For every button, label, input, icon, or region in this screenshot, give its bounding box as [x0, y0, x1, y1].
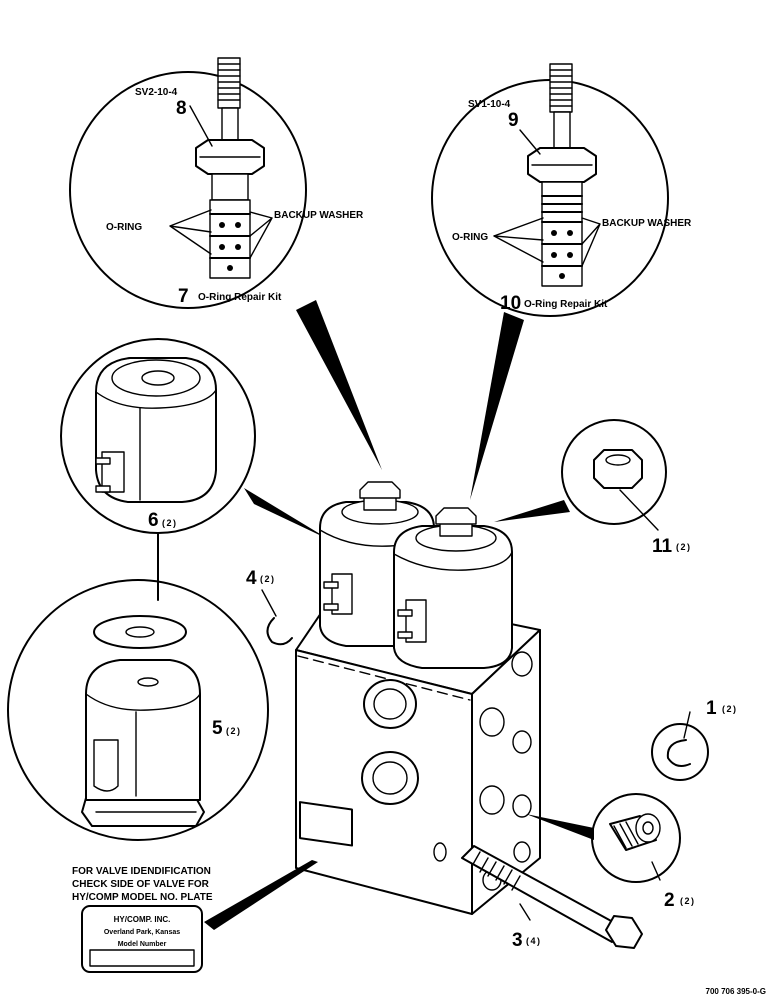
mounted-coil-front — [393, 507, 513, 669]
part-4-quantity: (2) — [260, 574, 276, 584]
detail-circle-plug-part-2 — [526, 793, 681, 883]
part-1-quantity: (2) — [722, 704, 738, 714]
cartridge-sv2-drawing — [169, 57, 273, 279]
part-8-number: 8 — [176, 98, 187, 119]
hex-nut-drawing — [593, 449, 659, 531]
oring-label-right: O-RING — [452, 232, 488, 243]
backup-washer-label-right: BACKUP WASHER — [602, 218, 692, 229]
part-2-number: 2 — [664, 890, 675, 911]
cartridge-sv1-drawing — [493, 63, 601, 287]
plate-company: HY/COMP. INC. — [114, 915, 171, 924]
detail-circle-oring-part-1 — [651, 711, 709, 781]
drawing-number: 700 706 395-0-G — [706, 987, 767, 996]
note-line-2: CHECK SIDE OF VALVE FOR — [72, 879, 210, 890]
plate-location: Overland Park, Kansas — [104, 929, 180, 936]
bolt-part-3 — [461, 845, 643, 949]
part-5-quantity: (2) — [226, 726, 242, 736]
coil-drawing — [95, 357, 217, 503]
detail-circle-cover — [7, 579, 269, 841]
part-2-quantity: (2) — [680, 896, 696, 906]
part-4-number: 4 — [246, 568, 257, 589]
plate-model-label: Model Number — [118, 941, 167, 948]
backup-washer-label-left: BACKUP WASHER — [274, 210, 364, 221]
detail-circle-coil — [60, 338, 330, 601]
detail-circle-cartridge-sv2 — [69, 71, 382, 470]
part-1-number: 1 — [706, 698, 717, 719]
part-9-number: 9 — [508, 110, 519, 131]
part-8-code: SV2-10-4 — [135, 87, 178, 98]
detail-circle-cartridge-sv1 — [431, 79, 669, 500]
part-11-quantity: (2) — [676, 542, 692, 552]
part-5-number: 5 — [212, 718, 223, 739]
oring-label-left: O-RING — [106, 222, 142, 233]
part-3-quantity: (4) — [526, 936, 542, 946]
detail-circle-nut — [494, 419, 667, 525]
part-10-description: O-Ring Repair Kit — [524, 299, 608, 310]
part-7-number: 7 — [178, 286, 189, 307]
note-line-1: FOR VALVE IDENDIFICATION — [72, 866, 211, 877]
note-line-3: HY/COMP MODEL NO. PLATE — [72, 892, 213, 903]
part-3-number: 3 — [512, 930, 523, 951]
part-6-quantity: (2) — [162, 518, 178, 528]
part-7-description: O-Ring Repair Kit — [198, 292, 282, 303]
cover-washer-drawing — [81, 615, 205, 827]
part-11-number: 11 — [652, 536, 673, 557]
part-9-code: SV1-10-4 — [468, 99, 511, 110]
model-plate — [81, 860, 318, 973]
part-6-number: 6 — [148, 510, 159, 531]
part-10-number: 10 — [500, 293, 521, 314]
oring-part-4 — [261, 589, 293, 646]
